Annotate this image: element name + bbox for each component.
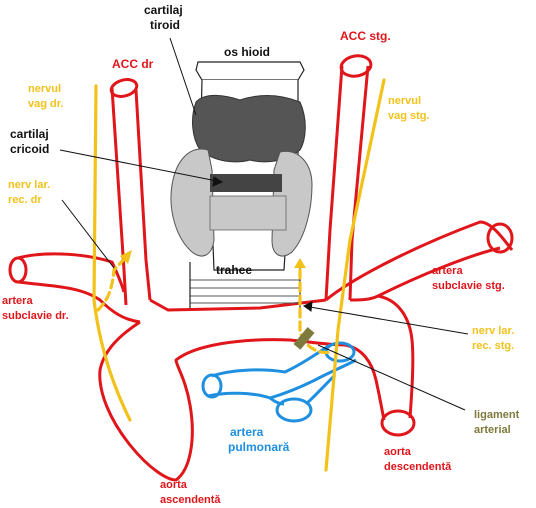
pulmonary-artery [201, 341, 357, 423]
trachea-rings [190, 279, 300, 304]
hyoid-bone [195, 61, 305, 81]
label-nerv-lar-rec-stg: nerv lar. rec. stg. [472, 325, 517, 352]
descending-aorta [344, 294, 415, 421]
arterial-tree [8, 54, 514, 482]
brachiocephalic-trunk [149, 298, 327, 312]
arch-inner [98, 320, 346, 482]
ligamentum-arteriosum [293, 327, 315, 350]
left-carotid-opening [339, 54, 373, 78]
left-common-carotid [324, 65, 370, 301]
descending-aorta-opening [380, 409, 416, 437]
left-nerve-arrow [294, 258, 306, 268]
label-acc-stg: ACC stg. [340, 29, 391, 43]
left-subclavian-artery [325, 220, 514, 302]
label-artera-pulmonara: artera pulmonară [228, 425, 290, 454]
pointer-nerv-dr [61, 199, 115, 269]
pulmonary-left-opening [201, 373, 223, 399]
right-vagus-nerve [92, 84, 132, 422]
pointer-ligament [317, 344, 466, 411]
label-acc-dr: ACC dr [112, 57, 154, 71]
right-subclavian-artery [17, 252, 141, 324]
label-cartilaj-tiroid: cartilaj tiroid [144, 3, 186, 32]
labels: cartilaj tiroid os hioid ACC dr ACC stg.… [2, 3, 522, 506]
pointer-nerv-stg [303, 305, 469, 335]
label-nerv-lar-rec-dr: nerv lar. rec. dr [8, 179, 53, 206]
label-aorta-ascendenta: aorta ascendentă [160, 479, 221, 506]
right-carotid-opening [109, 78, 139, 98]
larynx-trachea [170, 61, 313, 308]
pulmonary-trunk-opening [275, 397, 313, 423]
label-nervul-vag-dr: nervul vag dr. [28, 83, 64, 110]
thyroid-isthmus [209, 195, 287, 231]
right-nerve-arrow [120, 250, 132, 264]
nerves [92, 78, 386, 472]
pointer-lines [59, 37, 469, 411]
label-artera-subclavie-stg: artera subclavie stg. [432, 265, 505, 292]
label-artera-subclavie-dr: artera subclavie dr. [2, 295, 69, 322]
right-recurrent-laryngeal-nerve [96, 253, 130, 312]
left-vagus-nerve [324, 78, 386, 472]
label-ligament-arterial: ligament arterial [474, 409, 522, 436]
left-recurrent-laryngeal-nerve [298, 268, 332, 355]
left-subclavian-opening [486, 222, 514, 254]
label-os-hioid: os hioid [224, 45, 270, 59]
label-aorta-descendenta: aorta descendentă [384, 446, 452, 473]
pointer-thyroid [169, 37, 197, 116]
label-nervul-vag-stg: nervul vag stg. [388, 95, 430, 122]
thyroid-lobe-right [170, 148, 215, 257]
label-trahee: trahee [216, 263, 252, 277]
right-subclavian-opening [8, 256, 28, 284]
pointer-cricoid [59, 149, 223, 183]
right-common-carotid [110, 87, 152, 306]
cricoid-cartilage [210, 174, 282, 192]
label-cartilaj-cricoid: cartilaj cricoid [10, 127, 52, 156]
